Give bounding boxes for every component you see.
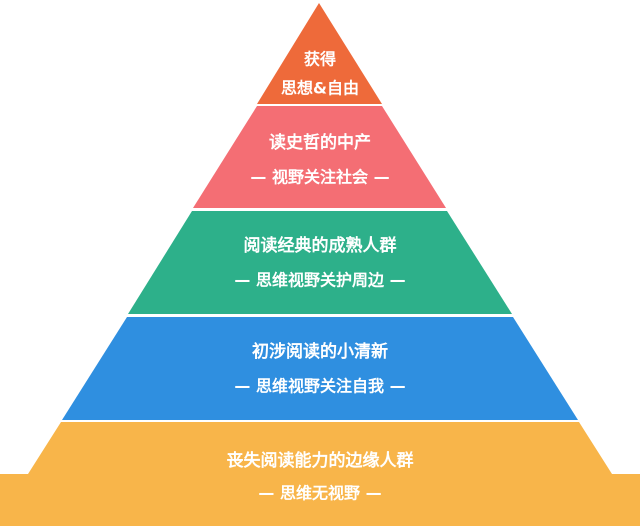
pyramid-tier-4-shape [62, 317, 578, 420]
pyramid-tier-3-title: 阅读经典的成熟人群 [244, 235, 397, 256]
pyramid-tier-1: 获得 思想&自由 [257, 3, 382, 104]
pyramid-tier-4-subtitle: — 思维视野关注自我 — [234, 377, 405, 396]
pyramid-tier-2-shape [193, 106, 446, 208]
pyramid-tier-4: 初涉阅读的小清新 — 思维视野关注自我 — [62, 317, 578, 420]
pyramid-tier-1-subtitle: 思想&自由 [281, 79, 359, 98]
pyramid-tier-5-shape [0, 422, 640, 526]
pyramid-tier-2: 读史哲的中产 — 视野关注社会 — [193, 106, 446, 208]
pyramid-tier-4-title: 初涉阅读的小清新 [252, 341, 388, 362]
pyramid-tier-3-subtitle: — 思维视野关护周边 — [234, 271, 405, 290]
pyramid-tier-5-title: 丧失阅读能力的边缘人群 [227, 450, 414, 471]
pyramid-tier-2-subtitle: — 视野关注社会 — [250, 168, 389, 187]
pyramid-tier-3-shape [128, 211, 512, 314]
pyramid-tier-1-title: 获得 [304, 50, 336, 69]
pyramid-tier-1-shape [257, 3, 382, 104]
pyramid-tier-5-subtitle: — 思维无视野 — [258, 484, 381, 503]
pyramid-tier-2-title: 读史哲的中产 [269, 132, 371, 153]
pyramid-tier-3: 阅读经典的成熟人群 — 思维视野关护周边 — [128, 211, 512, 314]
pyramid-tier-5: 丧失阅读能力的边缘人群 — 思维无视野 — [0, 422, 640, 526]
